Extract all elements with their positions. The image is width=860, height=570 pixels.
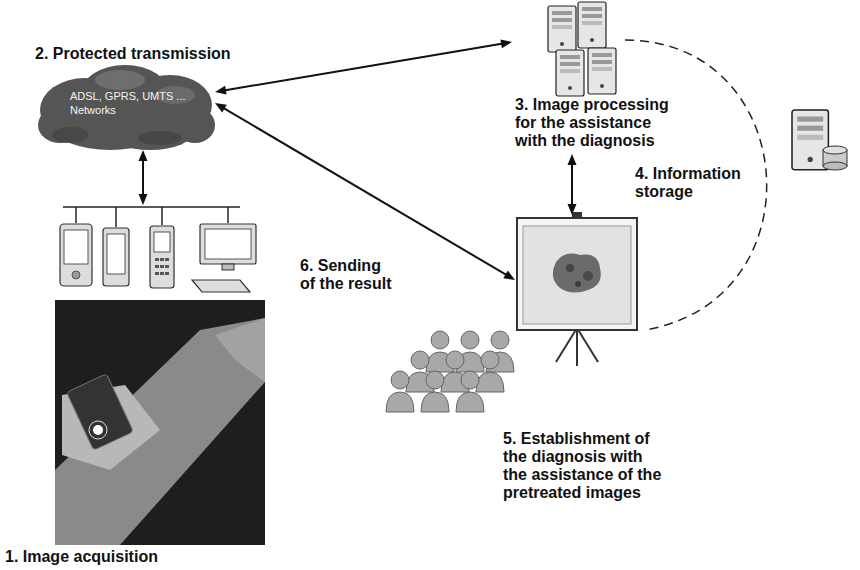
computer-icon-part [200, 224, 256, 264]
edge-label: 6. Sending of the result [300, 257, 397, 293]
arrow-head [139, 194, 148, 205]
acquisition-photo [55, 300, 265, 545]
network-cloud: 2. Protected transmissionADSL, GPRS, UMT… [40, 65, 215, 150]
projection-screen-part [556, 328, 577, 362]
double-arrow [139, 150, 148, 205]
audience-icons [386, 331, 514, 412]
step-heading: 2. Protected transmission [35, 45, 231, 63]
arrow-head [500, 39, 512, 48]
acquisition-photo-part [67, 374, 134, 451]
server-icons-part [578, 2, 606, 48]
server-group: 3. Image processing for the assistance w… [512, 0, 682, 154]
storage-server-icon-part [823, 162, 847, 170]
server-icons [548, 2, 616, 96]
screen-group: 5. Establishment of the diagnosis with t… [515, 215, 640, 360]
server-icons-part [548, 6, 576, 52]
phone-icon-part [160, 265, 164, 268]
phone-icon [150, 226, 174, 288]
phone-icon-part [165, 272, 169, 275]
arrow-head [139, 150, 148, 161]
device-bracket-part [227, 207, 229, 223]
projection-screen-part [576, 328, 578, 366]
audience-icons-part [386, 371, 414, 412]
phone-icon-part [150, 226, 174, 288]
network-cloud-part [105, 110, 195, 150]
double-arrow [568, 154, 577, 215]
computer-icon-part [205, 229, 251, 259]
double-arrow [215, 39, 512, 94]
network-cloud [38, 65, 215, 150]
step-heading: 3. Image processing for the assistance w… [515, 96, 673, 150]
network-cloud-part [138, 131, 182, 145]
phone-icon-part [155, 258, 159, 261]
tablet-icon-part [103, 228, 129, 286]
phone-icon-part [160, 272, 164, 275]
projection-screen-part [517, 218, 637, 330]
phone-icon-part [160, 258, 164, 261]
device-bracket-part [115, 207, 117, 227]
arrow-line [571, 163, 573, 206]
arrow-line [224, 43, 503, 90]
storage-server-icon-part [823, 146, 847, 154]
pda-icon-part [72, 271, 80, 279]
phone-icon-part [154, 232, 170, 252]
projection-screen-part [566, 264, 574, 272]
double-arrow [215, 103, 515, 280]
pda-icon-part [60, 224, 92, 286]
computer-icon-part [222, 264, 234, 270]
tablet-icon-part [107, 234, 125, 274]
phone-icon-part [155, 272, 159, 275]
tablet-icon [103, 228, 129, 286]
acquisition-photo-part [89, 421, 107, 439]
projection-screen-part [523, 226, 631, 324]
phone-icon-part [165, 258, 169, 261]
acquisition-photo-part [215, 318, 265, 382]
projection-screen-part [553, 254, 601, 293]
storage-loop [625, 40, 767, 330]
step-heading: 4. Information storage [635, 165, 765, 201]
arrow-head [215, 103, 227, 112]
phone-icon-part [155, 265, 159, 268]
computer-icon [192, 224, 256, 292]
cloud-text: ADSL, GPRS, UMTS ... Networks [70, 89, 202, 117]
acquisition-photo-part [55, 318, 265, 545]
acquisition-group: 1. Image acquisition [55, 205, 270, 545]
step-heading: 1. Image acquisition [5, 548, 158, 566]
device-bracket-part [161, 207, 163, 225]
arrow-line [142, 159, 144, 196]
step-heading: 5. Establishment of the diagnosis with t… [503, 430, 666, 502]
server-icons-part [556, 50, 584, 96]
arrow-head [568, 204, 577, 215]
network-cloud-part [95, 70, 145, 90]
arrow-head [568, 154, 577, 165]
projection-screen [517, 212, 637, 366]
audience-icons-part [421, 371, 449, 412]
projection-screen-part [577, 328, 598, 362]
storage-server-icon [792, 110, 847, 170]
device-bracket-part [75, 207, 77, 223]
audience-icons-part [456, 371, 484, 412]
projection-screen-part [575, 281, 581, 287]
arrow-head [503, 271, 515, 280]
acquisition-photo-part [55, 300, 265, 545]
network-cloud-part [52, 127, 88, 143]
audience-icons-part [476, 351, 504, 392]
server-icons-part [588, 48, 616, 94]
arrow-head [215, 86, 227, 95]
projection-screen-part [572, 212, 582, 218]
acquisition-photo-part [93, 425, 103, 435]
phone-icon-part [165, 265, 169, 268]
projection-screen-part [583, 271, 593, 281]
device-bracket-part [63, 206, 240, 208]
arrow-line [223, 108, 507, 276]
pda-icon-part [64, 230, 88, 264]
computer-icon-part [192, 280, 250, 292]
pda-icon [60, 224, 92, 286]
